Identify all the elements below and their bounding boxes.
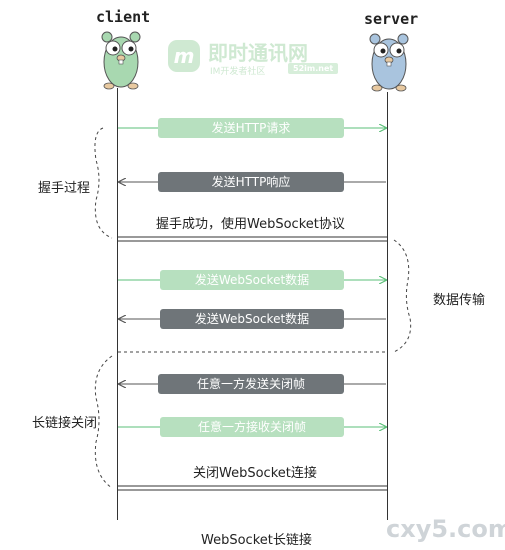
handshake-success-note: 握手成功，使用WebSocket协议 — [156, 217, 345, 232]
client-gopher-icon — [101, 31, 141, 90]
http-request-label: 发送HTTP请求 — [158, 118, 344, 138]
client-label: client — [96, 8, 151, 26]
close-send-label: 任意一方发送关闭帧 — [158, 374, 344, 394]
corner-watermark: cxy5.com — [386, 515, 505, 543]
watermark-subtitle: IM开发者社区 — [210, 67, 266, 77]
im-logo-icon: m — [168, 40, 200, 72]
watermark-badge: 52im.net — [288, 63, 339, 74]
ws-send-right-label: 发送WebSocket数据 — [160, 270, 344, 290]
ws-send-left-label: 发送WebSocket数据 — [160, 309, 344, 329]
phase-handshake-label: 握手过程 — [38, 181, 91, 196]
close-brace — [94, 355, 113, 489]
phase-close-label: 长链接关闭 — [32, 416, 98, 431]
close-recv-label: 任意一方接收关闭帧 — [160, 417, 344, 437]
server-lifeline — [387, 92, 388, 520]
transfer-brace — [393, 239, 412, 353]
server-gopher-icon — [369, 33, 409, 92]
svg-text:m: m — [174, 44, 195, 68]
client-lifeline — [117, 88, 118, 520]
phase-transfer-label: 数据传输 — [433, 293, 486, 308]
diagram-caption: WebSocket长链接 — [201, 533, 312, 548]
server-label: server — [364, 10, 419, 28]
http-response-label: 发送HTTP响应 — [158, 172, 344, 192]
handshake-brace — [94, 127, 113, 239]
watermark-title: 即时通讯网 — [208, 41, 308, 65]
close-connection-note: 关闭WebSocket连接 — [193, 466, 317, 481]
